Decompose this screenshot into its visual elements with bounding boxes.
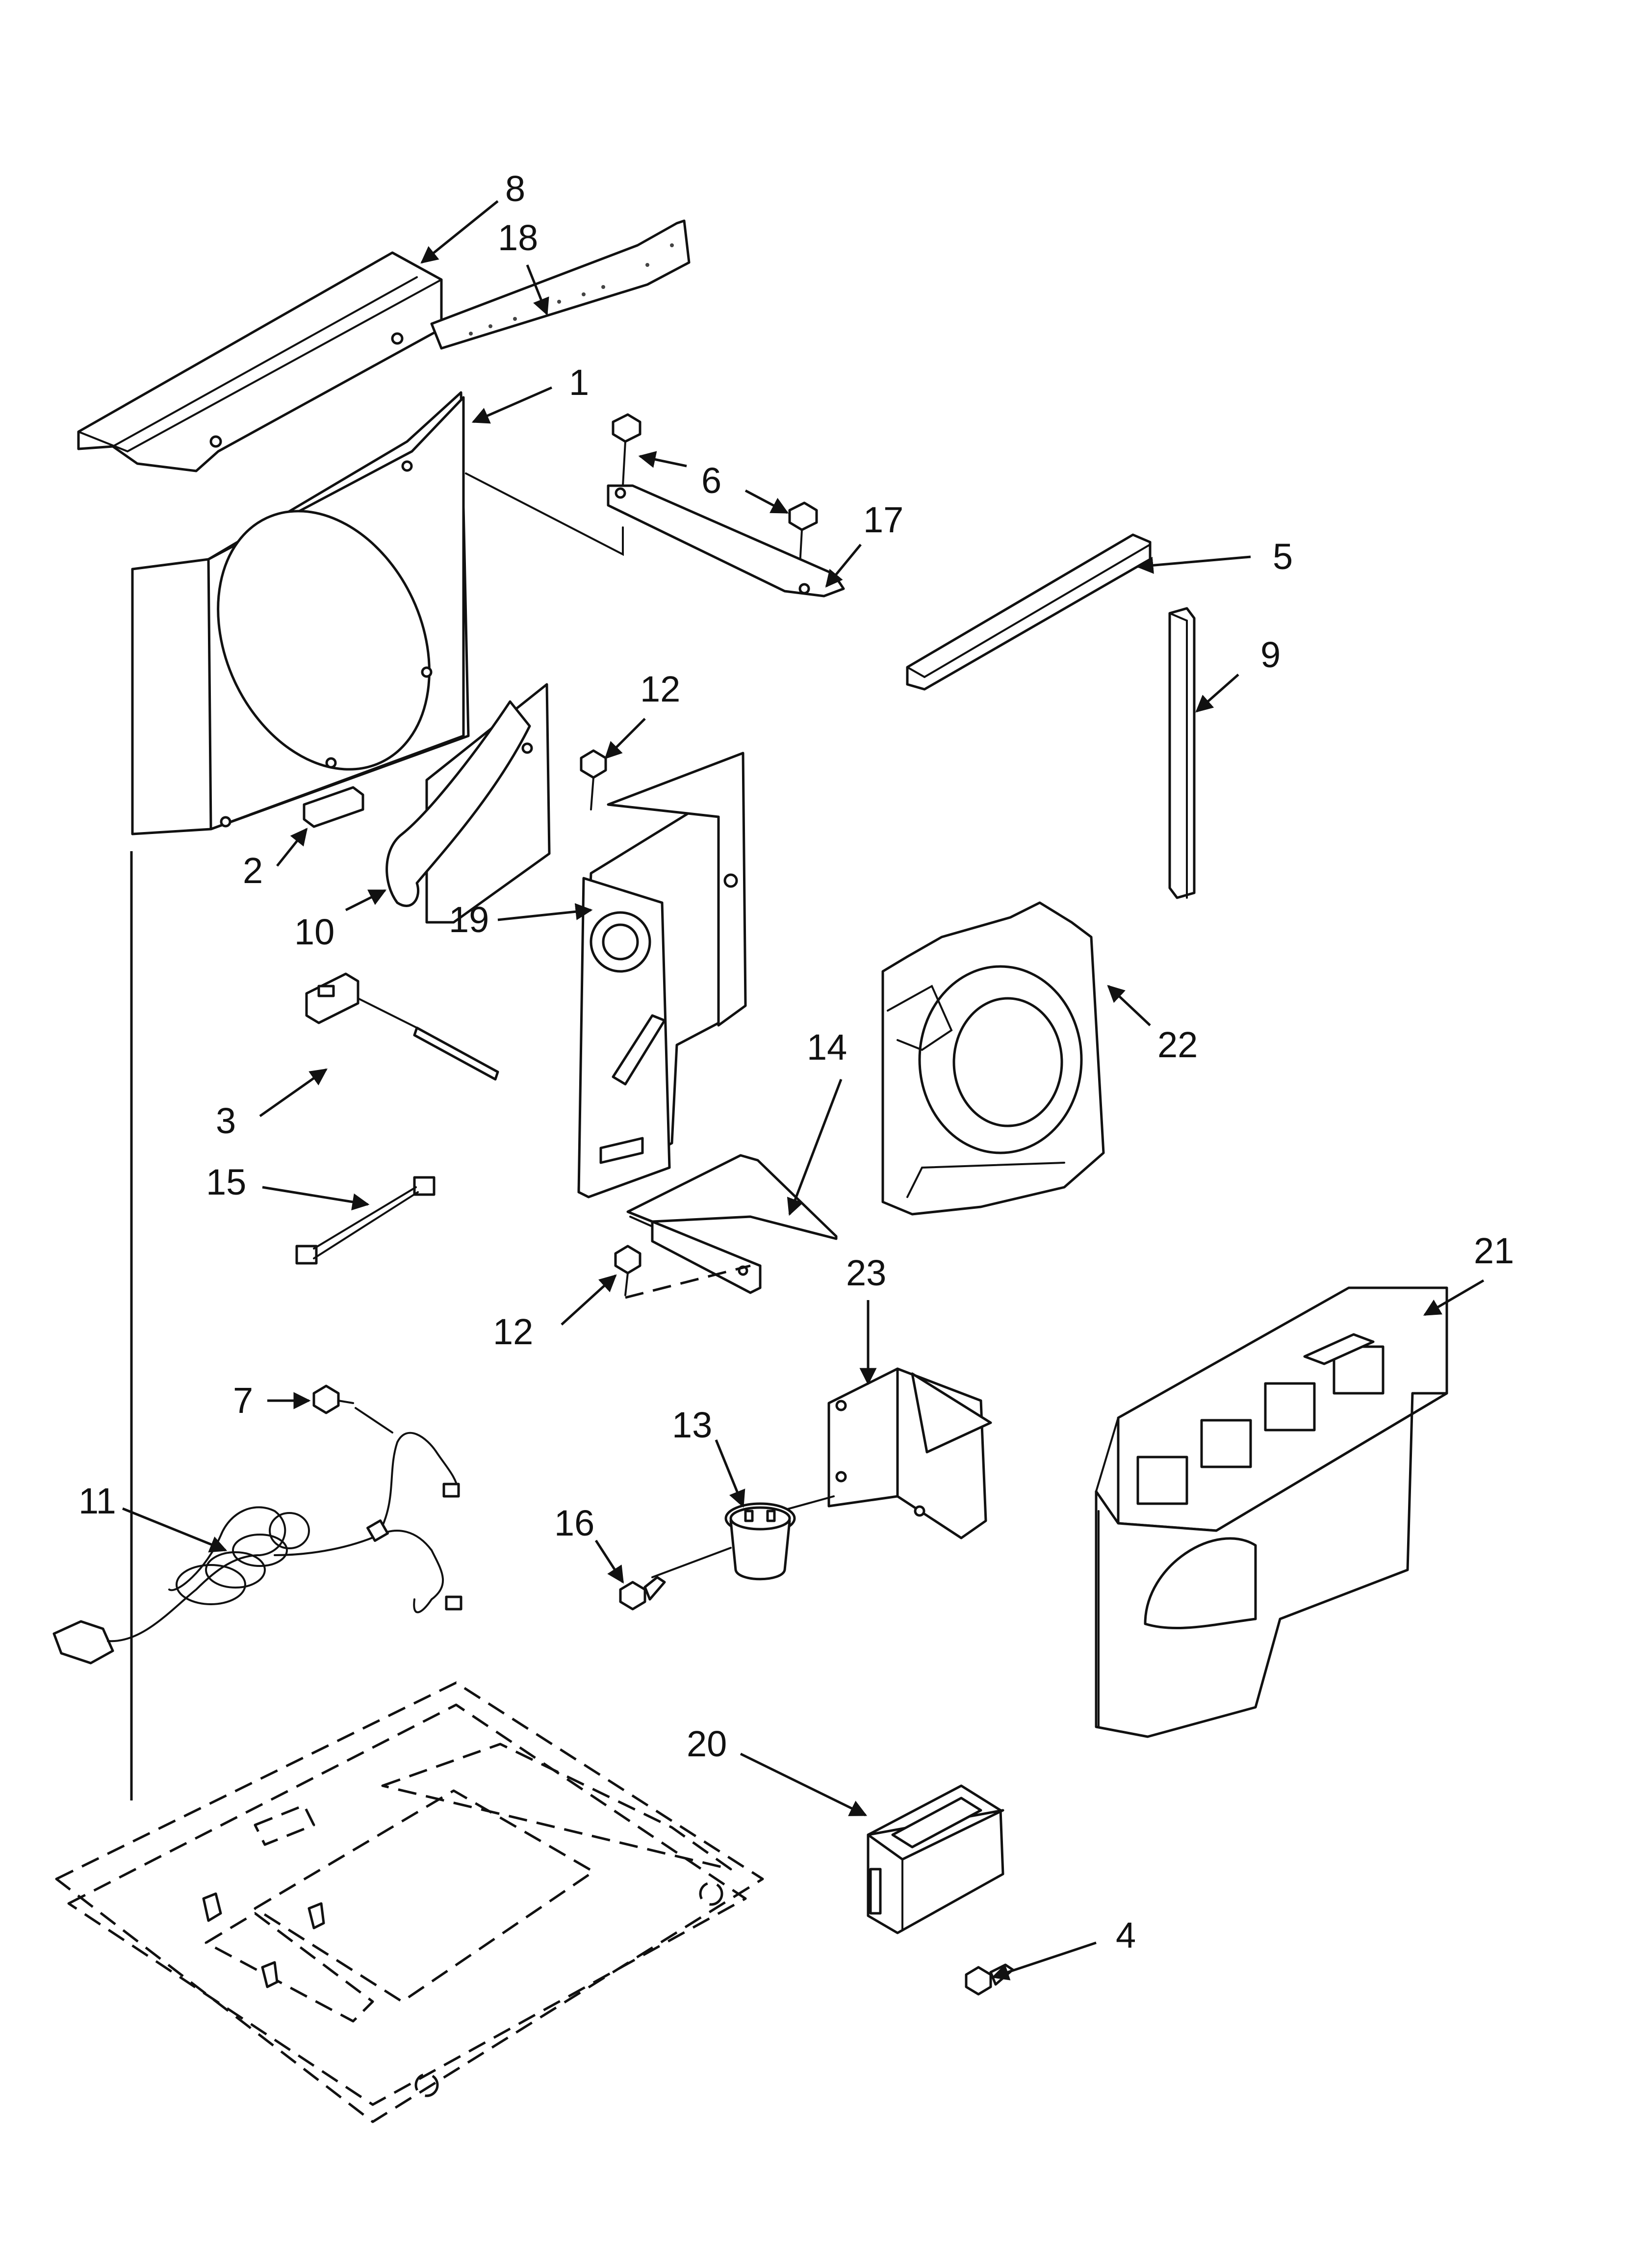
part-21-front-housing — [1095, 1286, 1448, 1738]
part-10-panel — [385, 683, 551, 924]
callout-18: 18 — [498, 217, 538, 258]
part-16-screw — [619, 1576, 666, 1611]
callout-12-upper: 12 — [640, 669, 680, 709]
callout-3: 3 — [216, 1100, 236, 1141]
callout-8: 8 — [505, 168, 525, 209]
part-12-screw-upper — [580, 749, 607, 810]
part-12-screw-lower — [614, 1245, 751, 1299]
callout-14: 14 — [807, 1027, 847, 1068]
callout-16: 16 — [554, 1503, 594, 1543]
part-22-blower-housing — [881, 901, 1105, 1216]
part-13-capacitor — [651, 1502, 796, 1581]
part-9-strip — [1168, 607, 1196, 899]
part-17-bracket-bar — [607, 484, 845, 598]
base-pan-reference — [55, 1681, 764, 2123]
callout-17: 17 — [863, 499, 903, 540]
part-18-seal-strip — [430, 219, 691, 350]
callout-13: 13 — [672, 1405, 712, 1445]
callout-10: 10 — [294, 912, 334, 952]
part-2-block — [303, 786, 364, 828]
callout-15: 15 — [206, 1162, 246, 1202]
callout-6: 6 — [701, 460, 721, 501]
part-7-screw — [312, 1384, 393, 1434]
part-23-capacitor-bracket — [762, 1367, 992, 1539]
part-19-bracket — [577, 752, 747, 1199]
callout-4: 4 — [1116, 1915, 1136, 1955]
callout-7: 7 — [233, 1380, 253, 1421]
part-20-control-module — [867, 1784, 1004, 1934]
callout-23: 23 — [846, 1252, 886, 1293]
part-4-screw — [965, 1963, 1014, 1996]
callout-1: 1 — [569, 362, 589, 403]
part-8-top-channel — [77, 251, 443, 472]
callout-21: 21 — [1474, 1230, 1514, 1271]
callout-11: 11 — [78, 1481, 116, 1521]
callout-5: 5 — [1273, 536, 1293, 577]
callout-labels: 8 18 1 6 17 5 9 12 2 10 19 22 3 14 15 21… — [78, 168, 1514, 1955]
part-5-strip — [906, 533, 1152, 691]
callout-19: 19 — [449, 899, 489, 940]
part-1-shroud — [131, 391, 624, 835]
part-3-probe — [305, 972, 499, 1081]
part-11-power-cord — [52, 1432, 462, 1665]
callout-12-lower: 12 — [493, 1311, 533, 1352]
callout-9: 9 — [1260, 634, 1281, 675]
part-15-wire-harness — [295, 1176, 436, 1265]
leader-lines — [122, 200, 1485, 1981]
callout-2: 2 — [243, 850, 263, 891]
callout-22: 22 — [1157, 1024, 1198, 1065]
callout-20: 20 — [687, 1723, 727, 1764]
part-14-tray — [626, 1154, 838, 1294]
